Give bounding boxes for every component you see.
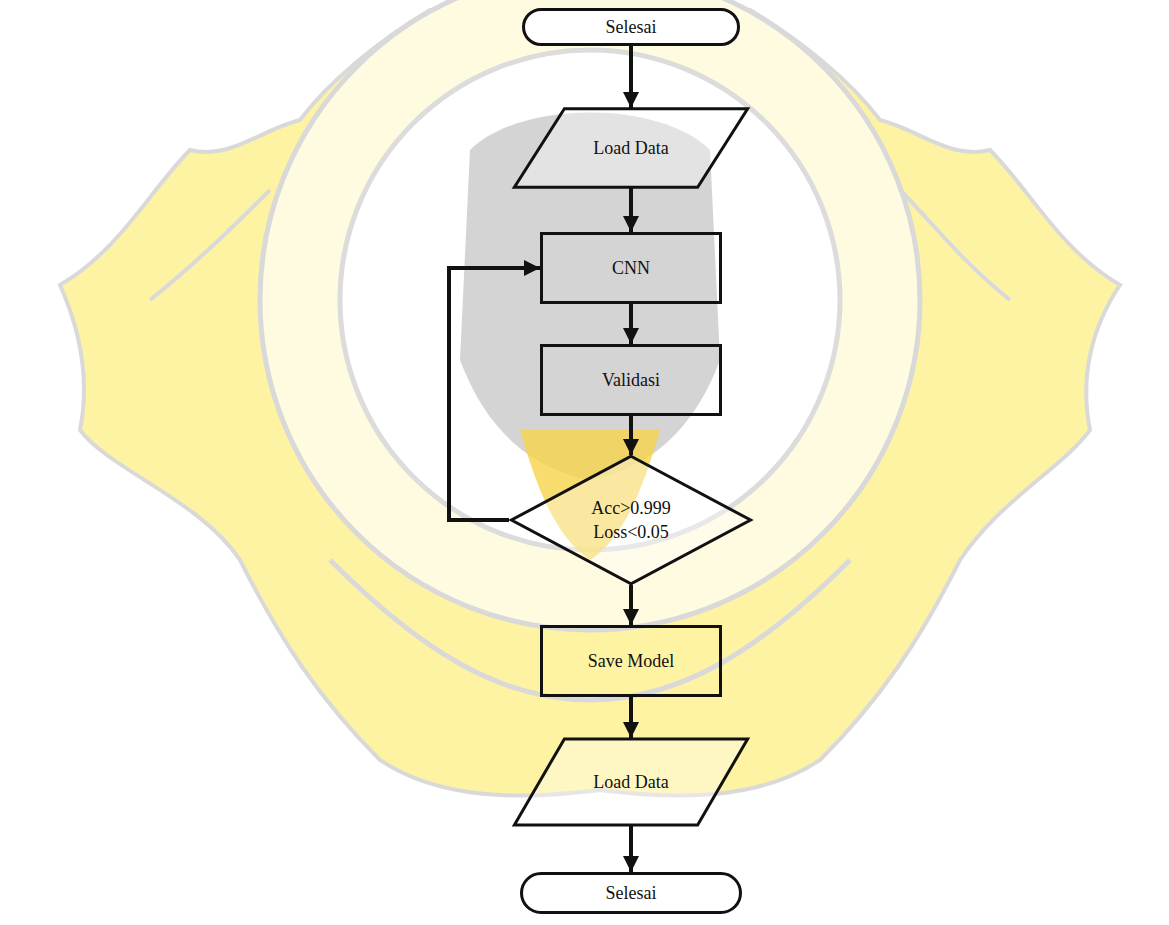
- node-label: Selesai: [606, 16, 657, 39]
- node-label: Selesai: [606, 882, 657, 905]
- process-box: CNN: [540, 232, 722, 304]
- flow-arrow: [629, 46, 633, 108]
- flow-arrow: [629, 304, 633, 344]
- data-io: Load Data: [512, 738, 750, 826]
- node-label: Load Data: [593, 137, 668, 160]
- process-box: Validasi: [540, 344, 722, 416]
- terminator: Selesai: [520, 872, 742, 914]
- flow-arrow: [629, 188, 633, 232]
- node-label: Validasi: [602, 369, 660, 392]
- flow-arrow: [629, 826, 633, 872]
- flow-arrow: [449, 268, 540, 520]
- terminator: Selesai: [522, 8, 740, 46]
- flow-arrow: [629, 585, 633, 625]
- node-label: Save Model: [588, 650, 674, 673]
- decision-diamond: Acc>0.999 Loss<0.05: [509, 455, 753, 585]
- flow-arrow: [629, 416, 633, 455]
- process-box: Save Model: [540, 625, 722, 697]
- node-label: Load Data: [593, 771, 668, 794]
- diamond-outline: [509, 455, 753, 585]
- flow-arrow: [629, 697, 633, 738]
- node-label: CNN: [612, 257, 650, 280]
- data-io: Load Data: [512, 108, 750, 188]
- node-label: Acc>0.999 Loss<0.05: [576, 496, 686, 545]
